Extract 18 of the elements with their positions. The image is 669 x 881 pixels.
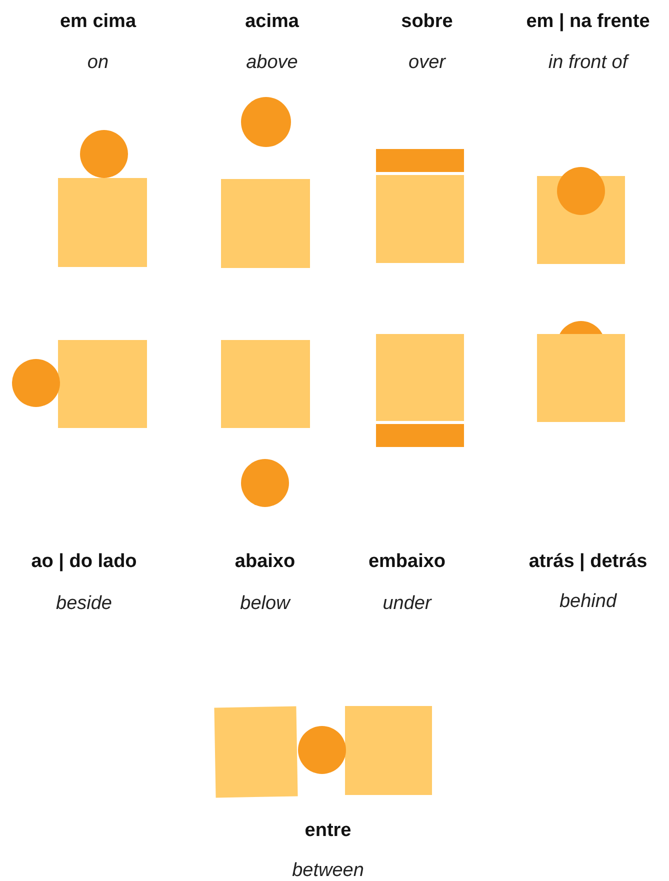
translation-label: behind [559,591,617,613]
term-label: em cima [60,11,136,33]
term-label: acima [245,11,299,33]
translation-label: between [292,860,364,881]
term-label: atrás | detrás [528,551,648,573]
translation-label: in front of [548,52,628,74]
term-label: sobre [401,11,453,33]
translation-label: beside [56,593,112,615]
term-label: ao | do lado [31,551,137,573]
translation-label: on [87,52,109,74]
term-label: entre [304,820,352,842]
translation-label: over [408,52,446,74]
translation-label: under [382,593,432,615]
translation-label: below [240,593,290,615]
term-label: em | na frente [526,11,650,33]
term-label: embaixo [368,551,446,573]
translation-label: above [246,52,298,74]
term-label: abaixo [234,551,296,573]
